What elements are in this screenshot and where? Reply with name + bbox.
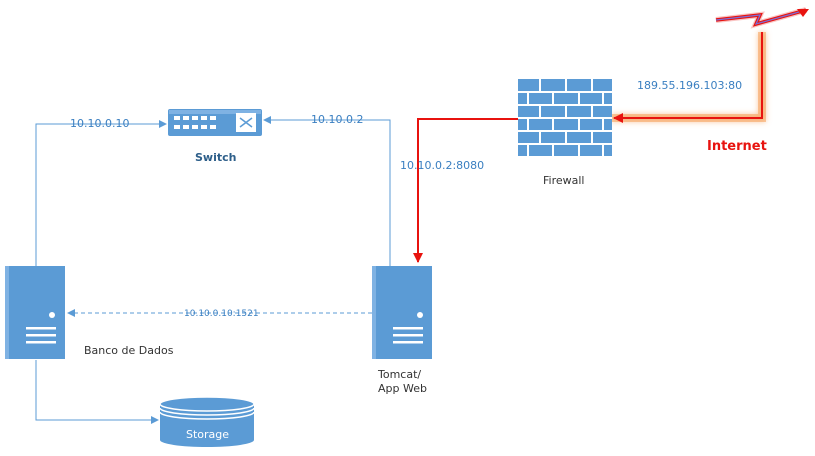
firewall-label: Firewall — [543, 174, 584, 187]
app-server-label-line2: App Web — [378, 382, 427, 395]
app-server-icon — [372, 266, 432, 359]
switch-ports-icon — [174, 116, 216, 129]
label-firewall-app-ip: 10.10.0.2:8080 — [400, 159, 484, 172]
label-db-switch-ip: 10.10.0.10 — [70, 117, 129, 130]
storage-label: Storage — [186, 428, 229, 441]
connector-firewall-app — [413, 118, 518, 263]
connector-db-switch — [35, 120, 167, 266]
label-app-switch-ip: 10.10.0.2 — [311, 113, 363, 126]
connector-db-storage — [35, 360, 159, 424]
internet-label: Internet — [707, 139, 767, 154]
connector-internet-firewall — [612, 32, 766, 122]
database-server-label: Banco de Dados — [84, 344, 174, 357]
label-app-db-ip: 10.10.0.10:1521 — [184, 309, 259, 319]
firewall-icon — [518, 79, 612, 156]
lightning-icon — [715, 7, 809, 29]
connector-app-switch — [263, 116, 391, 266]
storage-cylinder-icon — [159, 396, 255, 447]
switch-node — [168, 109, 262, 136]
switch-arrows-icon — [239, 117, 253, 128]
switch-label: Switch — [195, 151, 236, 164]
app-server-label-line1: Tomcat/ — [377, 368, 421, 381]
label-internet-ip: 189.55.196.103:80 — [637, 79, 742, 92]
database-server-icon — [5, 266, 65, 359]
